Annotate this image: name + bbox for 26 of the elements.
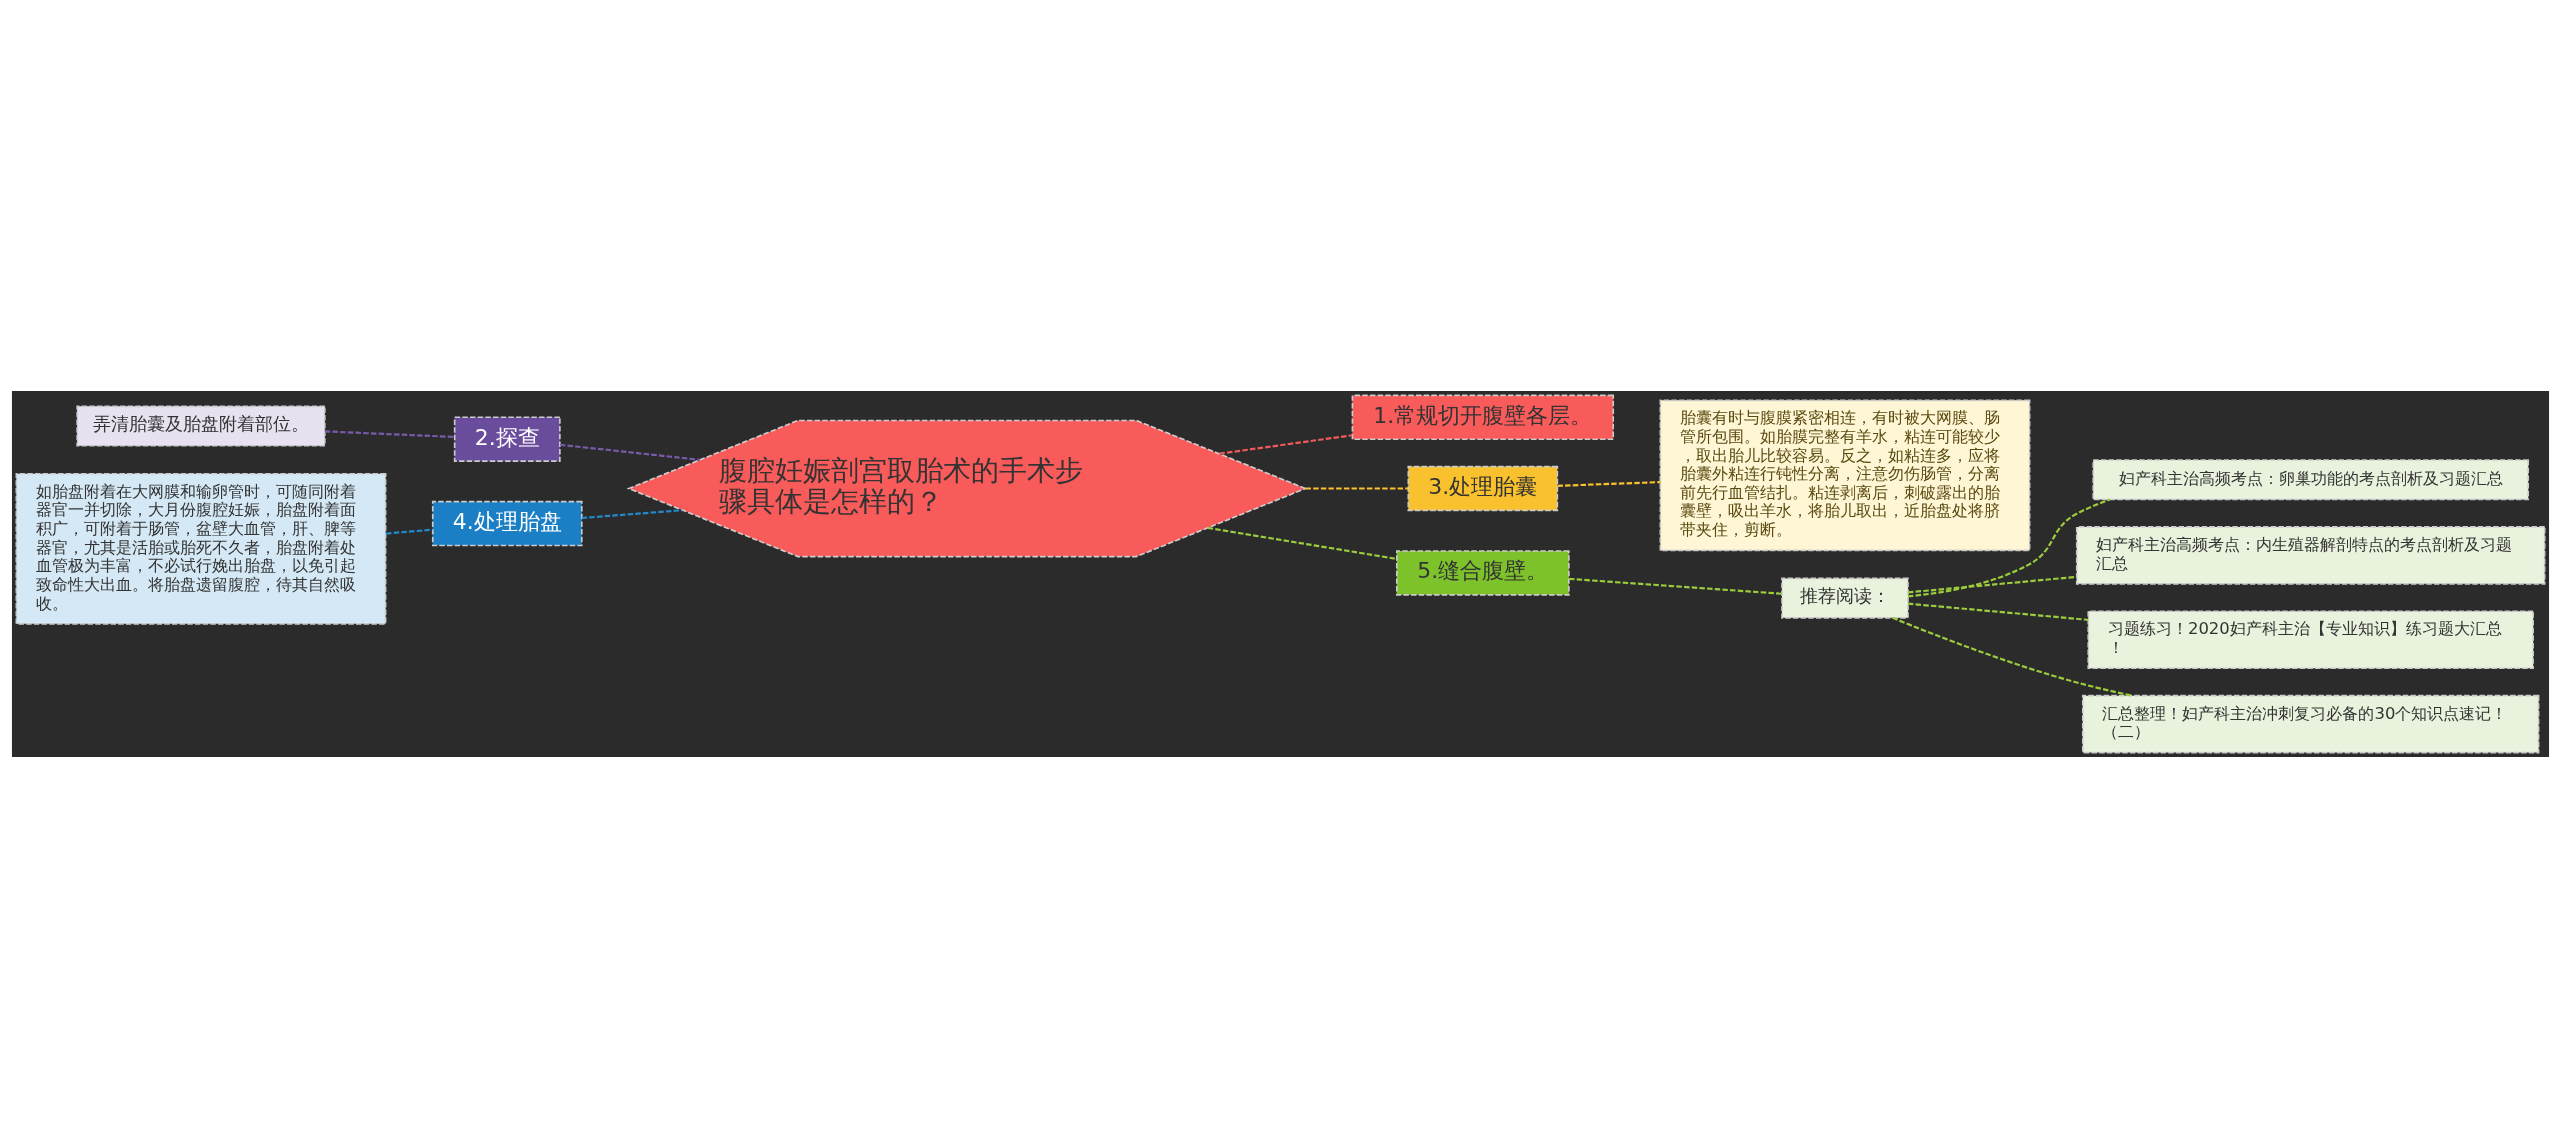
connector	[385, 528, 433, 535]
node-box: 胎囊有时与腹膜紧密相连，有时被大网膜、肠管所包围。如胎膜完整有羊水，粘连可能较少，取出胎儿比较容易。反之，如粘连多，应将胎囊外粘连行钝性分离，注意勿伤肠管，分离前先行血管结扎。粘连剥离后，刺破露出的胎囊壁，吸出羊水，将胎儿取出，近胎盘处将脐带夹住，剪断。	[1659, 399, 2030, 552]
node-box: 5.缝合腹壁。	[1395, 550, 1570, 596]
connector	[1568, 577, 1782, 595]
node-box: 如胎盘附着在大网膜和输卵管时，可随同附着器官一并切除，大月份腹腔妊娠，胎盘附着面积广，可附着于肠管，盆壁大血管，肝、脾等器官，尤其是活胎或胎死不久者，胎盘附着处血管极为丰富，不必试行娩出胎盘，以免引起致命性大出血。将胎盘遗留腹腔，待其自然吸收。	[15, 472, 386, 625]
node-box: 1.常规切开腹壁各层。	[1351, 394, 1614, 441]
connector	[1907, 602, 2088, 621]
node-box: 汇总整理！妇产科主治冲刺复习必备的30个知识点速记！（二）	[2081, 694, 2539, 754]
connector	[1218, 434, 1352, 455]
connector	[1891, 616, 2132, 697]
connector	[1304, 487, 1408, 490]
node-box: 2.探查	[453, 416, 561, 462]
connector	[1557, 481, 1660, 487]
connector	[1907, 498, 2110, 598]
node-box: 妇产科主治高频考点：内生殖器解剖特点的考点剖析及习题汇总	[2075, 526, 2545, 585]
node-box: 4.处理胎盘	[431, 500, 583, 547]
connector	[1907, 575, 2077, 594]
node-box: 习题练习！2020妇产科主治【专业知识】练习题大汇总！	[2086, 610, 2534, 670]
connector	[324, 430, 454, 439]
node-box: 推荐阅读：	[1780, 577, 1909, 619]
node-box: 妇产科主治高频考点：卵巢功能的考点剖析及习题汇总	[2091, 459, 2529, 501]
node-box: 3.处理胎囊	[1407, 465, 1558, 512]
connector	[581, 509, 682, 520]
node-box: 弄清胎囊及胎盘附着部位。	[75, 405, 326, 447]
connector	[1207, 526, 1397, 560]
connector	[559, 443, 700, 461]
